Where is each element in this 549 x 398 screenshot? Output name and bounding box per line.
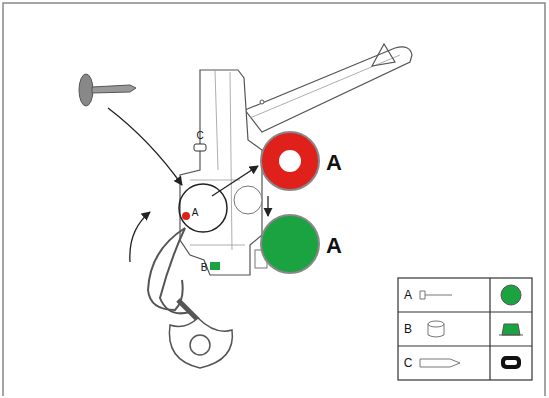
part-letter: B	[201, 263, 208, 273]
indicator-letter: A	[326, 235, 342, 257]
table-cell: B	[404, 323, 412, 335]
indicator-letter: A	[326, 152, 342, 174]
part-letter: C	[196, 131, 203, 141]
table-cell: C	[404, 357, 413, 369]
part-letter: A	[192, 208, 199, 218]
table-cell: A	[404, 289, 412, 301]
